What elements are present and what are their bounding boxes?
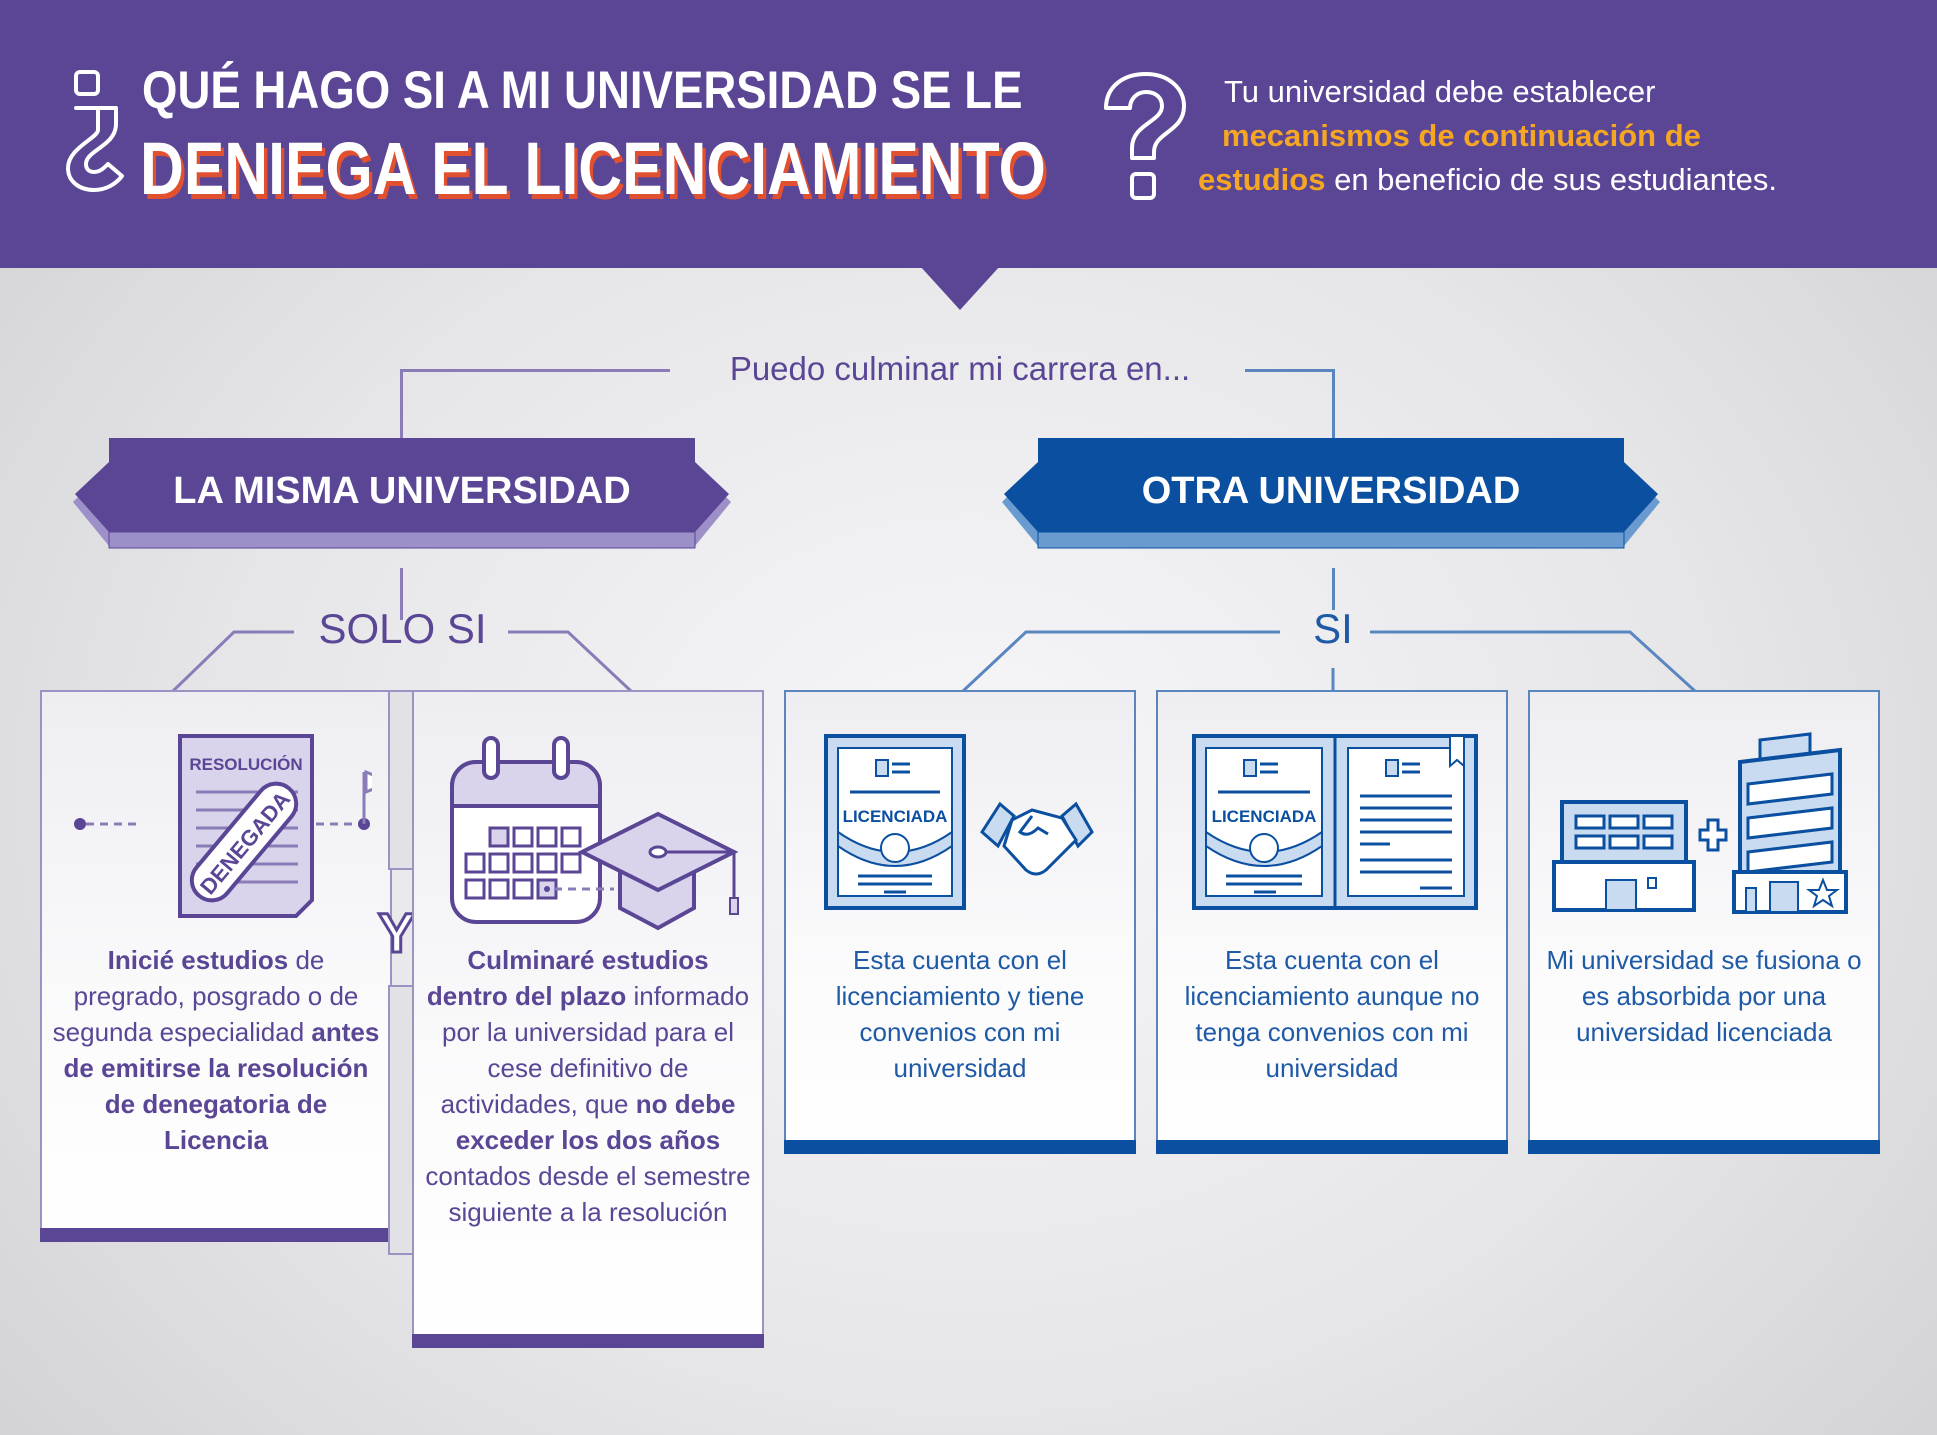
card-text: Inicié estudios de pregrado, posgrado o … (52, 945, 380, 1155)
card-finish-within-deadline: Culminaré estudios dentro del plazo info… (412, 690, 764, 1348)
connector-line (1332, 369, 1335, 439)
branch-same-university: LA MISMA UNIVERSIDAD (73, 438, 731, 556)
and-connector: Y (376, 900, 416, 966)
calendar-graduation-icon (450, 736, 739, 931)
inverted-question-mark-icon (66, 70, 124, 192)
card-licensed-without-agreements: LICENCIADA Esta cuenta con el licenciami… (1156, 690, 1508, 1154)
subtitle-line-2: mecanismos de continuación de (1222, 118, 1701, 153)
card-text: Esta cuenta con el licenciamiento y tien… (835, 945, 1085, 1083)
divider-bar (388, 985, 414, 1255)
card-started-before-resolution: RESOLUCIÓN DENEGADA Inicié estudios de p… (40, 690, 392, 1242)
header-notch (920, 266, 1000, 310)
card-text: Mi universidad se fusiona o es absorbida… (1546, 945, 1862, 1047)
branch-label: LA MISMA UNIVERSIDAD (173, 470, 631, 512)
card-merger: Mi universidad se fusiona o es absorbida… (1528, 690, 1880, 1154)
card-footer-bar (1156, 1140, 1508, 1154)
branch-other-university: OTRA UNIVERSIDAD (1002, 438, 1660, 556)
connector-line (400, 369, 403, 439)
question-mark-icon (1104, 72, 1186, 200)
branch-label: OTRA UNIVERSIDAD (1141, 470, 1521, 512)
buildings-merge-icon (1552, 732, 1848, 914)
card-footer-bar (1528, 1140, 1880, 1154)
connector-line (1245, 369, 1335, 372)
connector-line (1332, 568, 1335, 610)
connector-line (400, 568, 403, 620)
subtitle: Tu universidad debe establecer mecanismo… (1198, 70, 1898, 202)
card-footer-bar (784, 1140, 1136, 1154)
title-line-2: DENIEGA EL LICENCIAMIENTO (140, 127, 1046, 210)
card-text: Esta cuenta con el licenciamiento aunque… (1184, 945, 1480, 1083)
svg-text:RESOLUCIÓN: RESOLUCIÓN (189, 755, 302, 774)
card-footer-bar (412, 1334, 764, 1348)
header-banner (0, 0, 1937, 268)
subtitle-line-3: estudios en beneficio de sus estudiantes… (1198, 162, 1777, 197)
condition-branch-lines-left (170, 630, 634, 692)
subtitle-line-1: Tu universidad debe establecer (1224, 74, 1656, 109)
denied-resolution-icon: RESOLUCIÓN DENEGADA (74, 734, 372, 918)
condition-if: SI (1313, 605, 1353, 652)
licensed-certificate-document-icon: LICENCIADA (1192, 734, 1478, 910)
card-footer-bar (40, 1228, 392, 1242)
condition-branch-lines-right (960, 630, 1698, 692)
card-licensed-with-agreements: LICENCIADA Esta cuenta con el licenciami… (784, 690, 1136, 1154)
title-line-1: QUÉ HAGO SI A MI UNIVERSIDAD SE LE (142, 61, 1023, 120)
svg-text:LICENCIADA: LICENCIADA (843, 807, 948, 826)
intro-question: Puedo culminar mi carrera en... (729, 350, 1191, 387)
condition-only-if: SOLO SI (318, 605, 487, 652)
connector-line (400, 369, 670, 372)
divider-bar (388, 690, 414, 870)
svg-text:LICENCIADA: LICENCIADA (1212, 807, 1317, 826)
licensed-certificate-handshake-icon: LICENCIADA (824, 734, 1094, 910)
card-text: Culminaré estudios dentro del plazo info… (425, 945, 751, 1227)
